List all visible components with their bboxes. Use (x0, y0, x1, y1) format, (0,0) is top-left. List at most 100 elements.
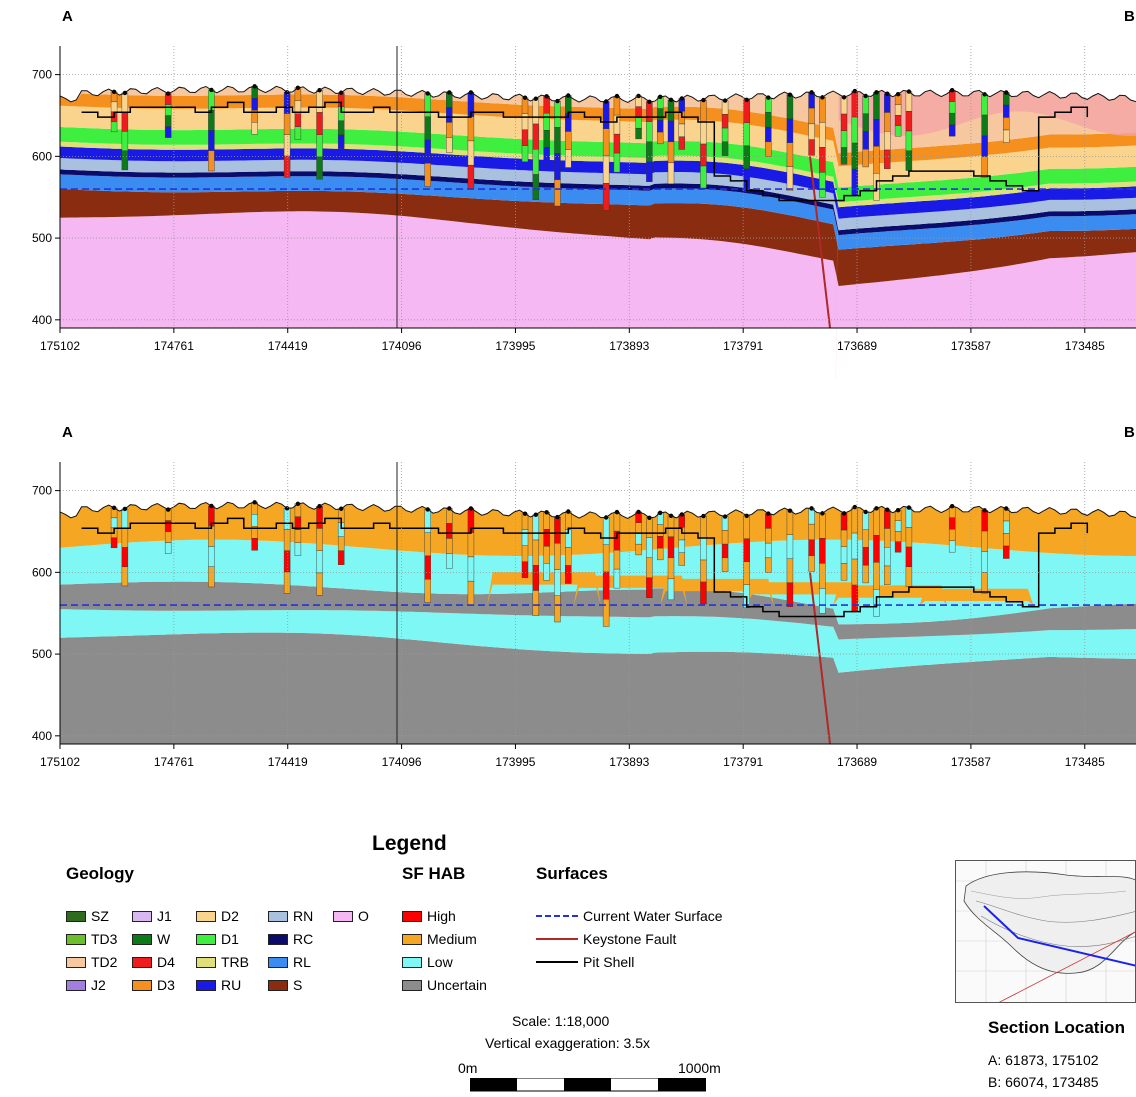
drillhole-interval (554, 100, 561, 128)
drillhole-interval (602, 571, 610, 600)
drillhole-interval (862, 511, 869, 530)
drillhole-interval (424, 93, 431, 117)
drillhole-interval (208, 566, 215, 588)
legend-title: Legend (372, 832, 447, 855)
drillhole-interval (905, 111, 913, 132)
drillhole-interval (532, 98, 540, 125)
drillhole-interval (894, 104, 902, 116)
pit-shell-line (81, 101, 1089, 202)
drillhole-interval (808, 92, 815, 109)
drillhole-interval (765, 528, 772, 544)
drillhole-interval (840, 97, 848, 115)
drillhole-interval (840, 113, 848, 132)
drillhole-interval (283, 155, 291, 178)
drillhole (840, 511, 848, 581)
drillhole (981, 92, 988, 178)
drillhole-interval (554, 153, 561, 180)
x-tick-label: 173485 (1065, 755, 1105, 769)
drillhole-interval (678, 136, 686, 150)
drillhole-interval (884, 112, 891, 132)
geology-layer-trb (60, 141, 1136, 208)
drillhole-interval (613, 511, 621, 532)
geology-legend-label: RC (293, 931, 314, 947)
drillhole-interval (467, 116, 475, 142)
drillhole (819, 511, 826, 614)
section-label-b: B (1124, 424, 1135, 441)
keystone-fault-line (809, 572, 831, 745)
surfaces-legend-item-current-water-surface: Current Water Surface (536, 908, 723, 924)
drillhole-interval (543, 512, 550, 530)
x-tick-label: 173587 (951, 755, 991, 769)
drillhole-interval (635, 106, 642, 118)
drillhole-interval (283, 134, 291, 157)
sfhab-legend-item-medium: Medium (402, 931, 477, 947)
geology-legend-item-rc: RC (268, 931, 313, 947)
drillhole (110, 505, 118, 549)
drillhole-interval (678, 123, 686, 137)
drillhole-interval (721, 127, 729, 143)
drillhole-interval (337, 134, 345, 149)
drillhole-interval (743, 99, 750, 123)
sfhab-layers (60, 502, 1136, 744)
drillhole (1003, 90, 1010, 143)
drillhole-interval (873, 146, 880, 174)
y-tick-label: 400 (32, 729, 52, 743)
drillhole-interval (521, 129, 529, 146)
drillhole-interval (873, 535, 880, 563)
drillhole-interval (840, 130, 848, 148)
drillhole-interval (521, 561, 529, 578)
geology-legend-label: D4 (157, 954, 175, 970)
drillhole-interval (602, 183, 610, 211)
drillhole (294, 501, 302, 556)
drillhole-interval (446, 553, 453, 569)
sfhab-legend-label: High (427, 908, 456, 924)
section-label-a: A (62, 8, 73, 25)
section-label-a: A (62, 424, 73, 441)
geology-swatch (196, 933, 216, 945)
drillhole-interval (721, 530, 729, 545)
sfhab-layer-uncertain (60, 581, 1136, 640)
geology-swatch (66, 979, 86, 991)
x-tick-label: 173995 (495, 339, 535, 353)
drillhole-interval (446, 523, 453, 539)
drillhole-interval (121, 111, 129, 132)
drillhole-interval (862, 95, 869, 114)
surface-line-sample (536, 961, 578, 963)
drillhole-interval (743, 515, 750, 539)
drillhole (656, 510, 664, 561)
geology-layer-rl (60, 174, 1136, 250)
drillhole-interval (894, 541, 902, 553)
drillhole-interval (786, 94, 794, 119)
drillhole-interval (765, 126, 772, 143)
drillhole-interval (894, 115, 902, 126)
geology-legend-label: J2 (91, 977, 106, 993)
geology-legend-label: RL (293, 954, 311, 970)
drillhole-interval (543, 529, 550, 547)
drillhole-interval (521, 145, 529, 162)
x-tick-label: 173689 (837, 755, 877, 769)
drillhole-interval (765, 542, 772, 559)
drillhole-interval (164, 104, 172, 116)
drillhole-interval (819, 513, 826, 539)
drillhole-interval (646, 101, 653, 122)
drillhole-interval (446, 122, 453, 138)
drillhole (786, 92, 794, 191)
drillhole-interval (786, 534, 794, 559)
drillhole-interval (721, 557, 729, 572)
drillhole-interval (446, 137, 453, 153)
drillhole-interval (656, 108, 664, 121)
x-tick-label: 174096 (382, 755, 422, 769)
drillhole (840, 95, 848, 165)
drillhole-interval (1003, 545, 1010, 559)
drillhole-interval (721, 141, 729, 156)
drillhole-interval (840, 546, 848, 564)
drillhole-interval (765, 141, 772, 157)
geology-legend-label: D1 (221, 931, 239, 947)
drillhole (521, 95, 529, 162)
drillhole-interval (424, 139, 431, 164)
geology-layer-s (60, 189, 1136, 286)
drillhole (337, 90, 345, 149)
geology-swatch (268, 956, 288, 968)
